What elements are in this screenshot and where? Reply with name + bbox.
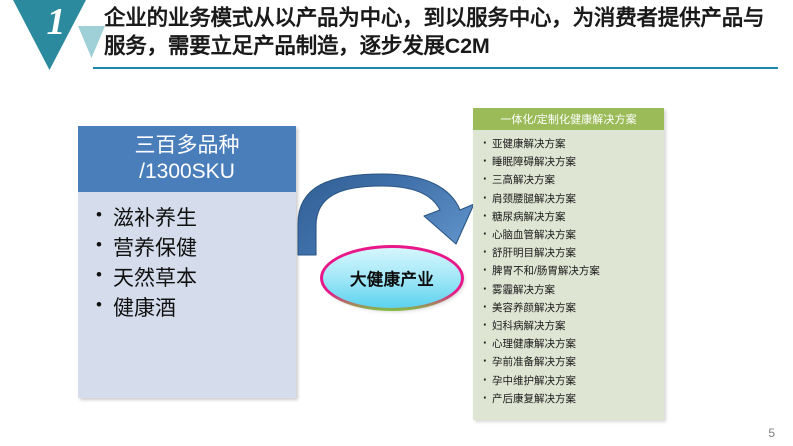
list-item: 肩颈腰腿解决方案: [481, 189, 664, 208]
slide-number-text: 1: [46, 1, 66, 43]
list-item: 妇科病解决方案: [481, 316, 664, 335]
solutions-panel-header: 一体化/定制化健康解决方案: [473, 108, 664, 130]
list-item: 脾胃不和/肠胃解决方案: [481, 261, 664, 280]
list-item: 亚健康解决方案: [481, 134, 664, 153]
list-item: 心脑血管解决方案: [481, 225, 664, 244]
product-category-card: 三百多品种 /1300SKU 滋补养生 营养保健 天然草本 健康酒: [78, 126, 296, 398]
list-item: 雾霾解决方案: [481, 280, 664, 299]
product-category-header-line2: /1300SKU: [139, 160, 235, 183]
list-item: 三高解决方案: [481, 170, 664, 189]
list-item: 天然草本: [94, 263, 296, 294]
product-category-card-header: 三百多品种 /1300SKU: [78, 126, 296, 192]
list-item: 营养保健: [94, 233, 296, 264]
list-item: 孕前准备解决方案: [481, 352, 664, 371]
list-item: 心理健康解决方案: [481, 334, 664, 353]
page-title: 企业的业务模式从以产品为中心，到以服务中心，为消费者提供产品与服务，需要立足产品…: [104, 6, 765, 59]
solutions-list: 亚健康解决方案 睡眠障碍解决方案 三高解决方案 肩颈腰腿解决方案 糖尿病解决方案…: [481, 134, 664, 408]
list-item: 滋补养生: [94, 203, 296, 234]
header-divider: [93, 67, 778, 69]
list-item: 孕中维护解决方案: [481, 371, 664, 390]
industry-ellipse-label: 大健康产业: [350, 271, 434, 289]
product-category-list: 滋补养生 营养保健 天然草本 健康酒: [94, 203, 296, 324]
product-category-card-body: 滋补养生 营养保健 天然草本 健康酒: [78, 192, 296, 324]
list-item: 美容养颜解决方案: [481, 298, 664, 317]
industry-ellipse-border: 大健康产业: [320, 245, 464, 311]
solutions-panel-body: 亚健康解决方案 睡眠障碍解决方案 三高解决方案 肩颈腰腿解决方案 糖尿病解决方案…: [473, 130, 664, 408]
industry-ellipse-fill: 大健康产业: [323, 248, 461, 308]
list-item: 糖尿病解决方案: [481, 207, 664, 226]
industry-ellipse: 大健康产业: [320, 245, 464, 311]
list-item: 睡眠障碍解决方案: [481, 152, 664, 171]
list-item: 产后康复解决方案: [481, 389, 664, 408]
page-number: 5: [768, 426, 775, 440]
solutions-panel: 一体化/定制化健康解决方案 亚健康解决方案 睡眠障碍解决方案 三高解决方案 肩颈…: [473, 108, 664, 420]
list-item: 健康酒: [94, 293, 296, 324]
list-item: 舒肝明目解决方案: [481, 243, 664, 262]
product-category-header-line1: 三百多品种: [134, 133, 240, 157]
